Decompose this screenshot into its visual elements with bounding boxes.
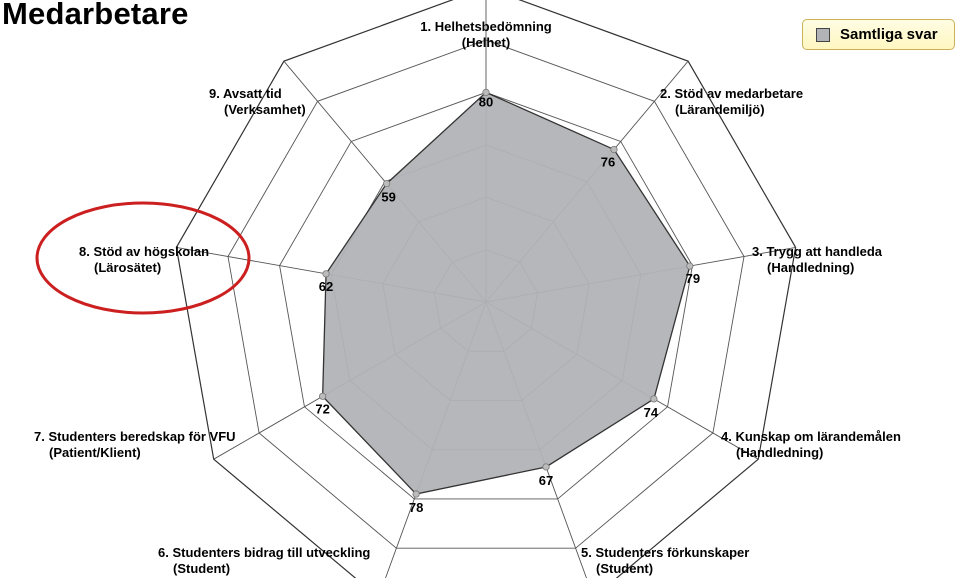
highlight-layer xyxy=(35,201,251,315)
data-value-label: 80 xyxy=(479,94,493,109)
axis-label: 5. Studenters förkunskaper xyxy=(581,545,749,560)
data-value-label: 72 xyxy=(315,401,329,416)
axis-label: 3. Trygg att handleda xyxy=(752,244,883,259)
grid-ring xyxy=(227,39,745,549)
radar-points xyxy=(319,88,694,498)
radar-series xyxy=(321,91,691,495)
axis-sublabel: (Lärosätet) xyxy=(94,260,161,275)
data-point xyxy=(482,88,490,97)
legend: Samtliga svar xyxy=(802,19,955,50)
page-title: Medarbetare xyxy=(2,0,189,31)
axis-label: 2. Stöd av medarbetare xyxy=(660,86,803,101)
axis-sublabel: (Student) xyxy=(173,561,230,576)
data-value-label: 74 xyxy=(644,405,659,420)
radar-value-labels: 80 76 79 74 67 78 72 62 59 xyxy=(315,94,700,515)
data-value-label: 78 xyxy=(409,500,423,515)
axis-sublabel: (Handledning) xyxy=(767,260,854,275)
data-point xyxy=(542,463,550,471)
series-area xyxy=(321,91,691,495)
axis-label: 8. Stöd av högskolan xyxy=(79,244,209,259)
axis-label: 9. Avsatt tid xyxy=(209,86,282,101)
data-point xyxy=(650,395,658,403)
data-point xyxy=(322,270,330,278)
axis-label: 1. Helhetsbedömning xyxy=(420,19,552,34)
data-value-label: 79 xyxy=(686,271,700,286)
data-point xyxy=(686,262,694,270)
axis-label: 7. Studenters beredskap för VFU xyxy=(34,429,236,444)
axis-sublabel: (Verksamhet) xyxy=(224,102,306,117)
grid-ring xyxy=(175,0,797,578)
axis-sublabel: (Patient/Klient) xyxy=(49,445,141,460)
data-value-label: 59 xyxy=(381,190,395,205)
legend-swatch xyxy=(816,27,830,42)
data-value-label: 67 xyxy=(539,473,553,488)
axis-label: 6. Studenters bidrag till utveckling xyxy=(158,545,370,560)
axis-sublabel: (Lärandemiljö) xyxy=(675,102,765,117)
data-value-label: 76 xyxy=(601,154,615,169)
highlight-ellipse xyxy=(35,201,251,315)
axis-label: 4. Kunskap om lärandemålen xyxy=(721,429,901,444)
axis-sublabel: (Handledning) xyxy=(736,445,823,460)
axis-sublabel: (Helhet) xyxy=(462,35,510,50)
data-point xyxy=(383,179,391,188)
grid-ring xyxy=(279,91,693,500)
data-point xyxy=(610,145,618,154)
data-point xyxy=(319,392,327,400)
data-point xyxy=(412,490,420,498)
radar-axis-labels: 1. Helhetsbedömning(Helhet) 2. Stöd av me… xyxy=(34,19,901,576)
data-value-label: 62 xyxy=(319,279,333,294)
axis-sublabel: (Student) xyxy=(596,561,653,576)
legend-label: Samtliga svar xyxy=(840,26,938,43)
